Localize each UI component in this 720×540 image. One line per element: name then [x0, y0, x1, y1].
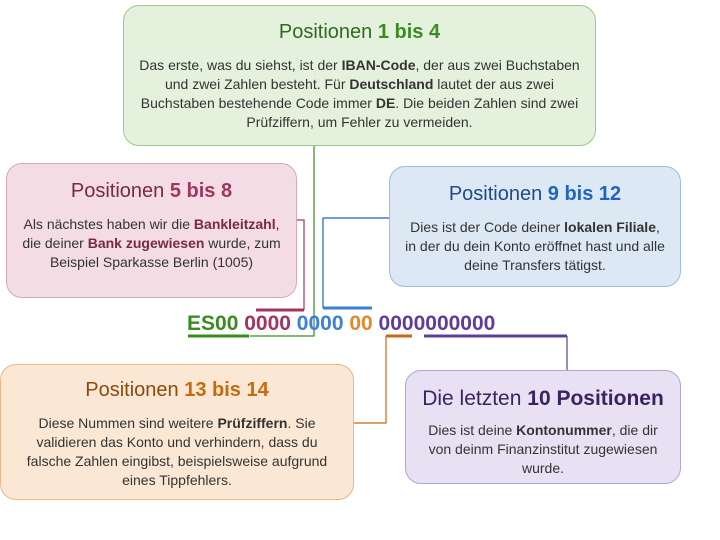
box-positions-9-12: Positionen 9 bis 12 Dies ist der Code de…: [389, 166, 681, 287]
text-part: , der aus zwei Buchstaben und zwei Zahle…: [164, 57, 580, 92]
title-prefix: Die letzten: [422, 387, 528, 410]
iban-example: ES00 0000 0000 00 0000000000: [187, 312, 495, 336]
connector-pink: [294, 219, 305, 310]
box-title: Positionen 13 bis 14: [15, 379, 339, 402]
text-bold: Bank zugewiesen: [87, 235, 205, 251]
box-title: Positionen 5 bis 8: [21, 180, 282, 203]
iban-account-number: 0000000000: [378, 312, 496, 335]
text-part: Dies ist deine: [428, 422, 517, 438]
connector-green: [250, 146, 315, 337]
text-part: Diese Nummen sind weitere: [38, 415, 218, 431]
text-part: Das erste, was du siehst, ist der: [139, 57, 342, 73]
text-bold: IBAN-Code: [341, 57, 416, 73]
iban-bank-code: 0000: [244, 312, 291, 335]
box-text: Als nächstes haben wir die Bankleitzahl,…: [21, 215, 282, 272]
text-bold: DE: [375, 95, 396, 111]
text-bold: lokalen Filiale: [564, 219, 656, 235]
title-bold: 9 bis 12: [547, 183, 622, 205]
text-part: lautet der aus zwei Buchstaben bestehend…: [140, 76, 555, 111]
title-prefix: Positionen: [448, 183, 548, 205]
title-bold: 1 bis 4: [377, 21, 441, 43]
connector-blue: [322, 217, 391, 308]
text-bold: Bankleitzahl: [193, 216, 276, 232]
iban-country-code: ES00: [187, 312, 239, 335]
title-prefix: Positionen: [278, 21, 378, 43]
box-text: Das erste, was du siehst, ist der IBAN-C…: [138, 56, 581, 132]
box-title: Positionen 1 bis 4: [138, 21, 581, 44]
title-bold: 13 bis 14: [184, 379, 269, 401]
text-bold: Kontonummer: [516, 422, 612, 438]
text-bold: Deutschland: [349, 76, 434, 92]
text-part: wurde, zum Beispiel Sparkasse Berlin (10…: [49, 235, 281, 270]
connector-orange: [354, 336, 387, 424]
box-title: Positionen 9 bis 12: [404, 183, 666, 206]
text-part: Als nächstes haben wir die: [23, 216, 194, 232]
box-positions-1-4: Positionen 1 bis 4 Das erste, was du sie…: [123, 5, 596, 146]
title-bold: 5 bis 8: [169, 180, 233, 202]
box-title: Die letzten 10 Positionen: [420, 387, 666, 411]
text-bold: Prüfziffern: [217, 415, 288, 431]
box-text: Diese Nummen sind weitere Prüfziffern. S…: [15, 414, 339, 490]
text-part: , in der du dein Konto eröffnet hast und…: [405, 219, 665, 273]
title-prefix: Positionen: [85, 379, 185, 401]
box-positions-13-14: Positionen 13 bis 14 Diese Nummen sind w…: [0, 364, 354, 500]
text-part: , die dir von deinm Finanzinstitut zugew…: [428, 422, 658, 476]
iban-branch-code: 0000: [296, 312, 344, 335]
box-positions-5-8: Positionen 5 bis 8 Als nächstes haben wi…: [6, 163, 297, 298]
iban-check-digits: 00: [349, 312, 373, 335]
box-text: Dies ist der Code deiner lokalen Filiale…: [404, 218, 666, 275]
title-prefix: Positionen: [70, 180, 170, 202]
box-last-10-positions: Die letzten 10 Positionen Dies ist deine…: [405, 370, 681, 484]
text-part: . Sie validieren das Konto und verhinder…: [26, 415, 328, 488]
title-bold: 10 Positionen: [527, 387, 664, 410]
text-part: , die deiner: [22, 216, 280, 251]
text-part: Dies ist der Code deiner: [410, 219, 565, 235]
text-part: . Die beiden Zahlen sind zwei Prüfziffer…: [246, 95, 579, 130]
box-text: Dies ist deine Kontonummer, die dir von …: [420, 421, 666, 478]
